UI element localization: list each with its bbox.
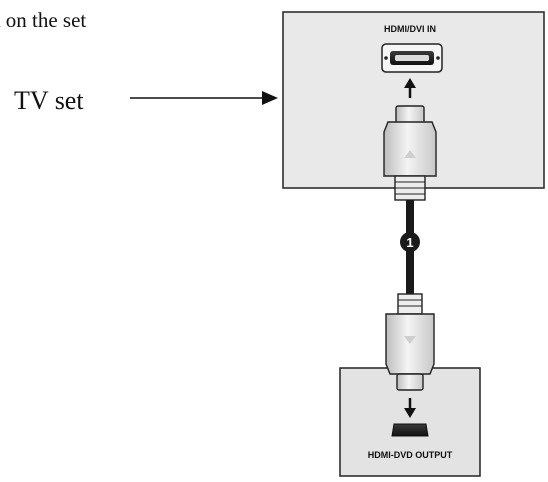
tv-port-label: HDMI/DVI IN [384,24,436,34]
arrow-down-icon [404,398,416,418]
hdmi-plug-lower [385,293,435,391]
hdmi-output-port-icon [391,423,429,437]
cable-marker-number: 1 [406,235,413,250]
arrow-up-icon [404,78,416,98]
caption-top-text: k on the set [0,8,87,32]
hdmi-plug-upper [383,105,437,201]
tv-set-label: TV set [14,86,84,115]
hdmi-cable: 1 [400,200,420,294]
dvd-panel: HDMI-DVD OUTPUT [339,367,481,477]
dvd-port-label: HDMI-DVD OUTPUT [368,450,453,460]
hdmi-port-icon [381,43,443,73]
arrow-right-icon [130,91,278,105]
